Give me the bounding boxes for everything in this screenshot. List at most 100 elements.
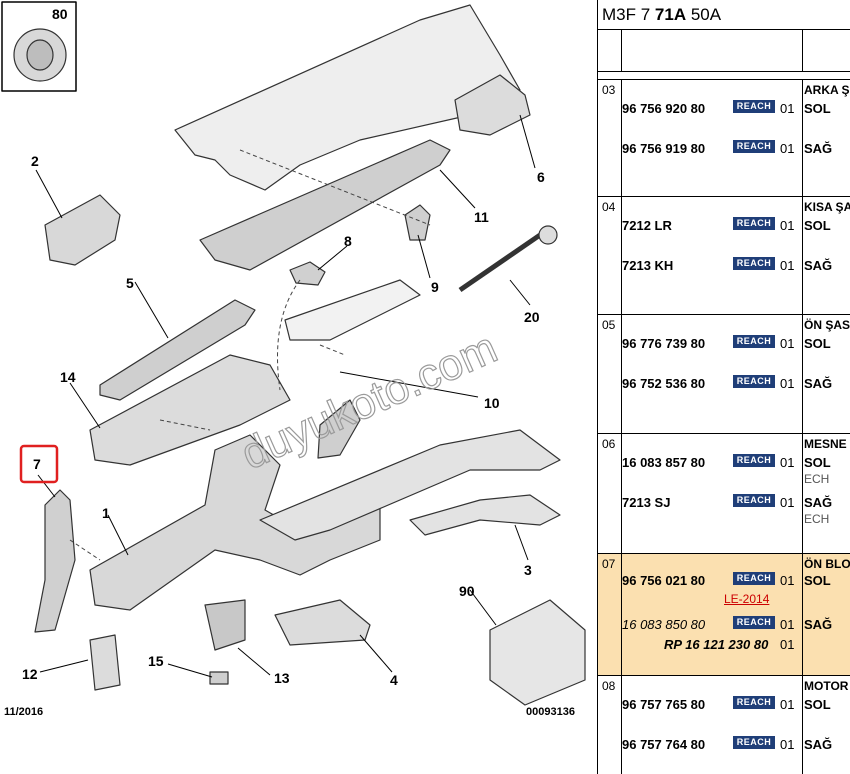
part-number[interactable]: 7212 LR xyxy=(622,218,672,233)
part-15-bolt xyxy=(209,671,229,685)
exploded-parts-diagram: 80 2 6 11 8 9 20 5 14 10 7 1 3 90 15 13 … xyxy=(1,1,586,718)
part-5-member xyxy=(99,299,256,401)
callout-5[interactable]: 5 xyxy=(126,275,134,291)
part-number[interactable]: 96 757 764 80 xyxy=(622,737,706,752)
quantity: 01 xyxy=(780,455,795,470)
group-description: MOTOR xyxy=(804,679,849,693)
part-9-clip xyxy=(404,204,431,241)
part-number[interactable]: 96 776 739 80 xyxy=(622,336,706,351)
reach-badge: REACH xyxy=(733,616,775,629)
part-7-pillar xyxy=(34,489,76,633)
side-label: SAĞ xyxy=(804,258,833,273)
callout-7[interactable]: 7 xyxy=(33,456,41,472)
part-4-wheelarch xyxy=(274,599,371,646)
quantity: 01 xyxy=(780,336,795,351)
group-description: ÖN BLO xyxy=(804,557,850,571)
ech-note: ECH xyxy=(804,512,830,526)
le-2014-link[interactable]: LE-2014 xyxy=(724,592,770,606)
part-13-bracket xyxy=(204,599,246,651)
part-rear-rail xyxy=(259,429,561,541)
part-number[interactable]: 96 756 021 80 xyxy=(622,573,706,588)
quantity: 01 xyxy=(780,617,795,632)
callout-8[interactable]: 8 xyxy=(344,233,352,249)
callout-10[interactable]: 10 xyxy=(484,395,500,411)
reach-badge: REACH xyxy=(733,217,775,230)
callout-15[interactable]: 15 xyxy=(148,653,164,669)
reach-badge: REACH xyxy=(733,375,775,388)
callout-1[interactable]: 1 xyxy=(102,505,110,521)
reach-badge: REACH xyxy=(733,572,775,585)
part-10-bracket xyxy=(317,399,361,459)
quantity: 01 xyxy=(780,218,795,233)
part-number[interactable]: RP 16 121 230 80 xyxy=(664,637,769,652)
side-label: SAĞ xyxy=(804,495,833,510)
group-description: ÖN ŞAS xyxy=(804,318,850,332)
reach-badge: REACH xyxy=(733,100,775,113)
part-11-rail xyxy=(199,139,451,271)
quantity: 01 xyxy=(780,101,795,116)
part-number[interactable]: 7213 KH xyxy=(622,258,674,273)
part-3-rail xyxy=(409,494,561,536)
callout-9[interactable]: 9 xyxy=(431,279,439,295)
callout-14[interactable]: 14 xyxy=(60,369,76,385)
part-number[interactable]: 96 757 765 80 xyxy=(622,697,706,712)
part-number[interactable]: 96 756 920 80 xyxy=(622,101,706,116)
callout-7-highlight xyxy=(19,444,59,484)
side-label: SAĞ xyxy=(804,376,833,391)
reach-badge: REACH xyxy=(733,736,775,749)
quantity: 01 xyxy=(780,141,795,156)
part-number[interactable]: 96 752 536 80 xyxy=(622,376,706,391)
callout-2[interactable]: 2 xyxy=(31,153,39,169)
part-1-frame xyxy=(89,434,381,611)
part-11-upper-panel xyxy=(174,4,521,191)
part-plate-under-8 xyxy=(284,279,421,341)
part-number[interactable]: 16 083 857 80 xyxy=(622,455,706,470)
part-8-bracket xyxy=(289,261,326,286)
side-label: SAĞ xyxy=(804,617,833,632)
part-number[interactable]: 7213 SJ xyxy=(622,495,671,510)
reach-badge: REACH xyxy=(733,257,775,270)
callout-20[interactable]: 20 xyxy=(524,309,540,325)
reach-badge: REACH xyxy=(733,494,775,507)
reach-badge: REACH xyxy=(733,140,775,153)
part-number[interactable]: 16 083 850 80 xyxy=(622,617,706,632)
group-position: 03 xyxy=(602,83,616,97)
side-label: SOL xyxy=(804,455,831,470)
callout-4[interactable]: 4 xyxy=(390,672,398,688)
group-position: 08 xyxy=(602,679,616,693)
callout-12[interactable]: 12 xyxy=(22,666,38,682)
quantity: 01 xyxy=(780,573,795,588)
callout-13[interactable]: 13 xyxy=(274,670,290,686)
reach-badge: REACH xyxy=(733,696,775,709)
side-label: SOL xyxy=(804,101,831,116)
part-6-bracket xyxy=(454,74,531,136)
callout-80[interactable]: 80 xyxy=(52,6,68,22)
callout-11[interactable]: 11 xyxy=(474,209,489,225)
reach-badge: REACH xyxy=(733,454,775,467)
side-label: SAĞ xyxy=(804,141,833,156)
side-label: SOL xyxy=(804,218,831,233)
group-position: 06 xyxy=(602,437,616,451)
callout-6[interactable]: 6 xyxy=(537,169,545,185)
table-header xyxy=(598,30,850,72)
quantity: 01 xyxy=(780,697,795,712)
part-20-tow-eye xyxy=(458,232,542,293)
quantity: 01 xyxy=(780,637,795,652)
ech-note: ECH xyxy=(804,472,830,486)
quantity: 01 xyxy=(780,376,795,391)
side-label: SAĞ xyxy=(804,737,833,752)
quantity: 01 xyxy=(780,258,795,273)
callout-3[interactable]: 3 xyxy=(524,562,532,578)
part-number[interactable]: 96 756 919 80 xyxy=(622,141,706,156)
part-12-plate xyxy=(89,634,121,691)
callout-90[interactable]: 90 xyxy=(459,583,475,599)
quantity: 01 xyxy=(780,737,795,752)
group-position: 04 xyxy=(602,200,616,214)
